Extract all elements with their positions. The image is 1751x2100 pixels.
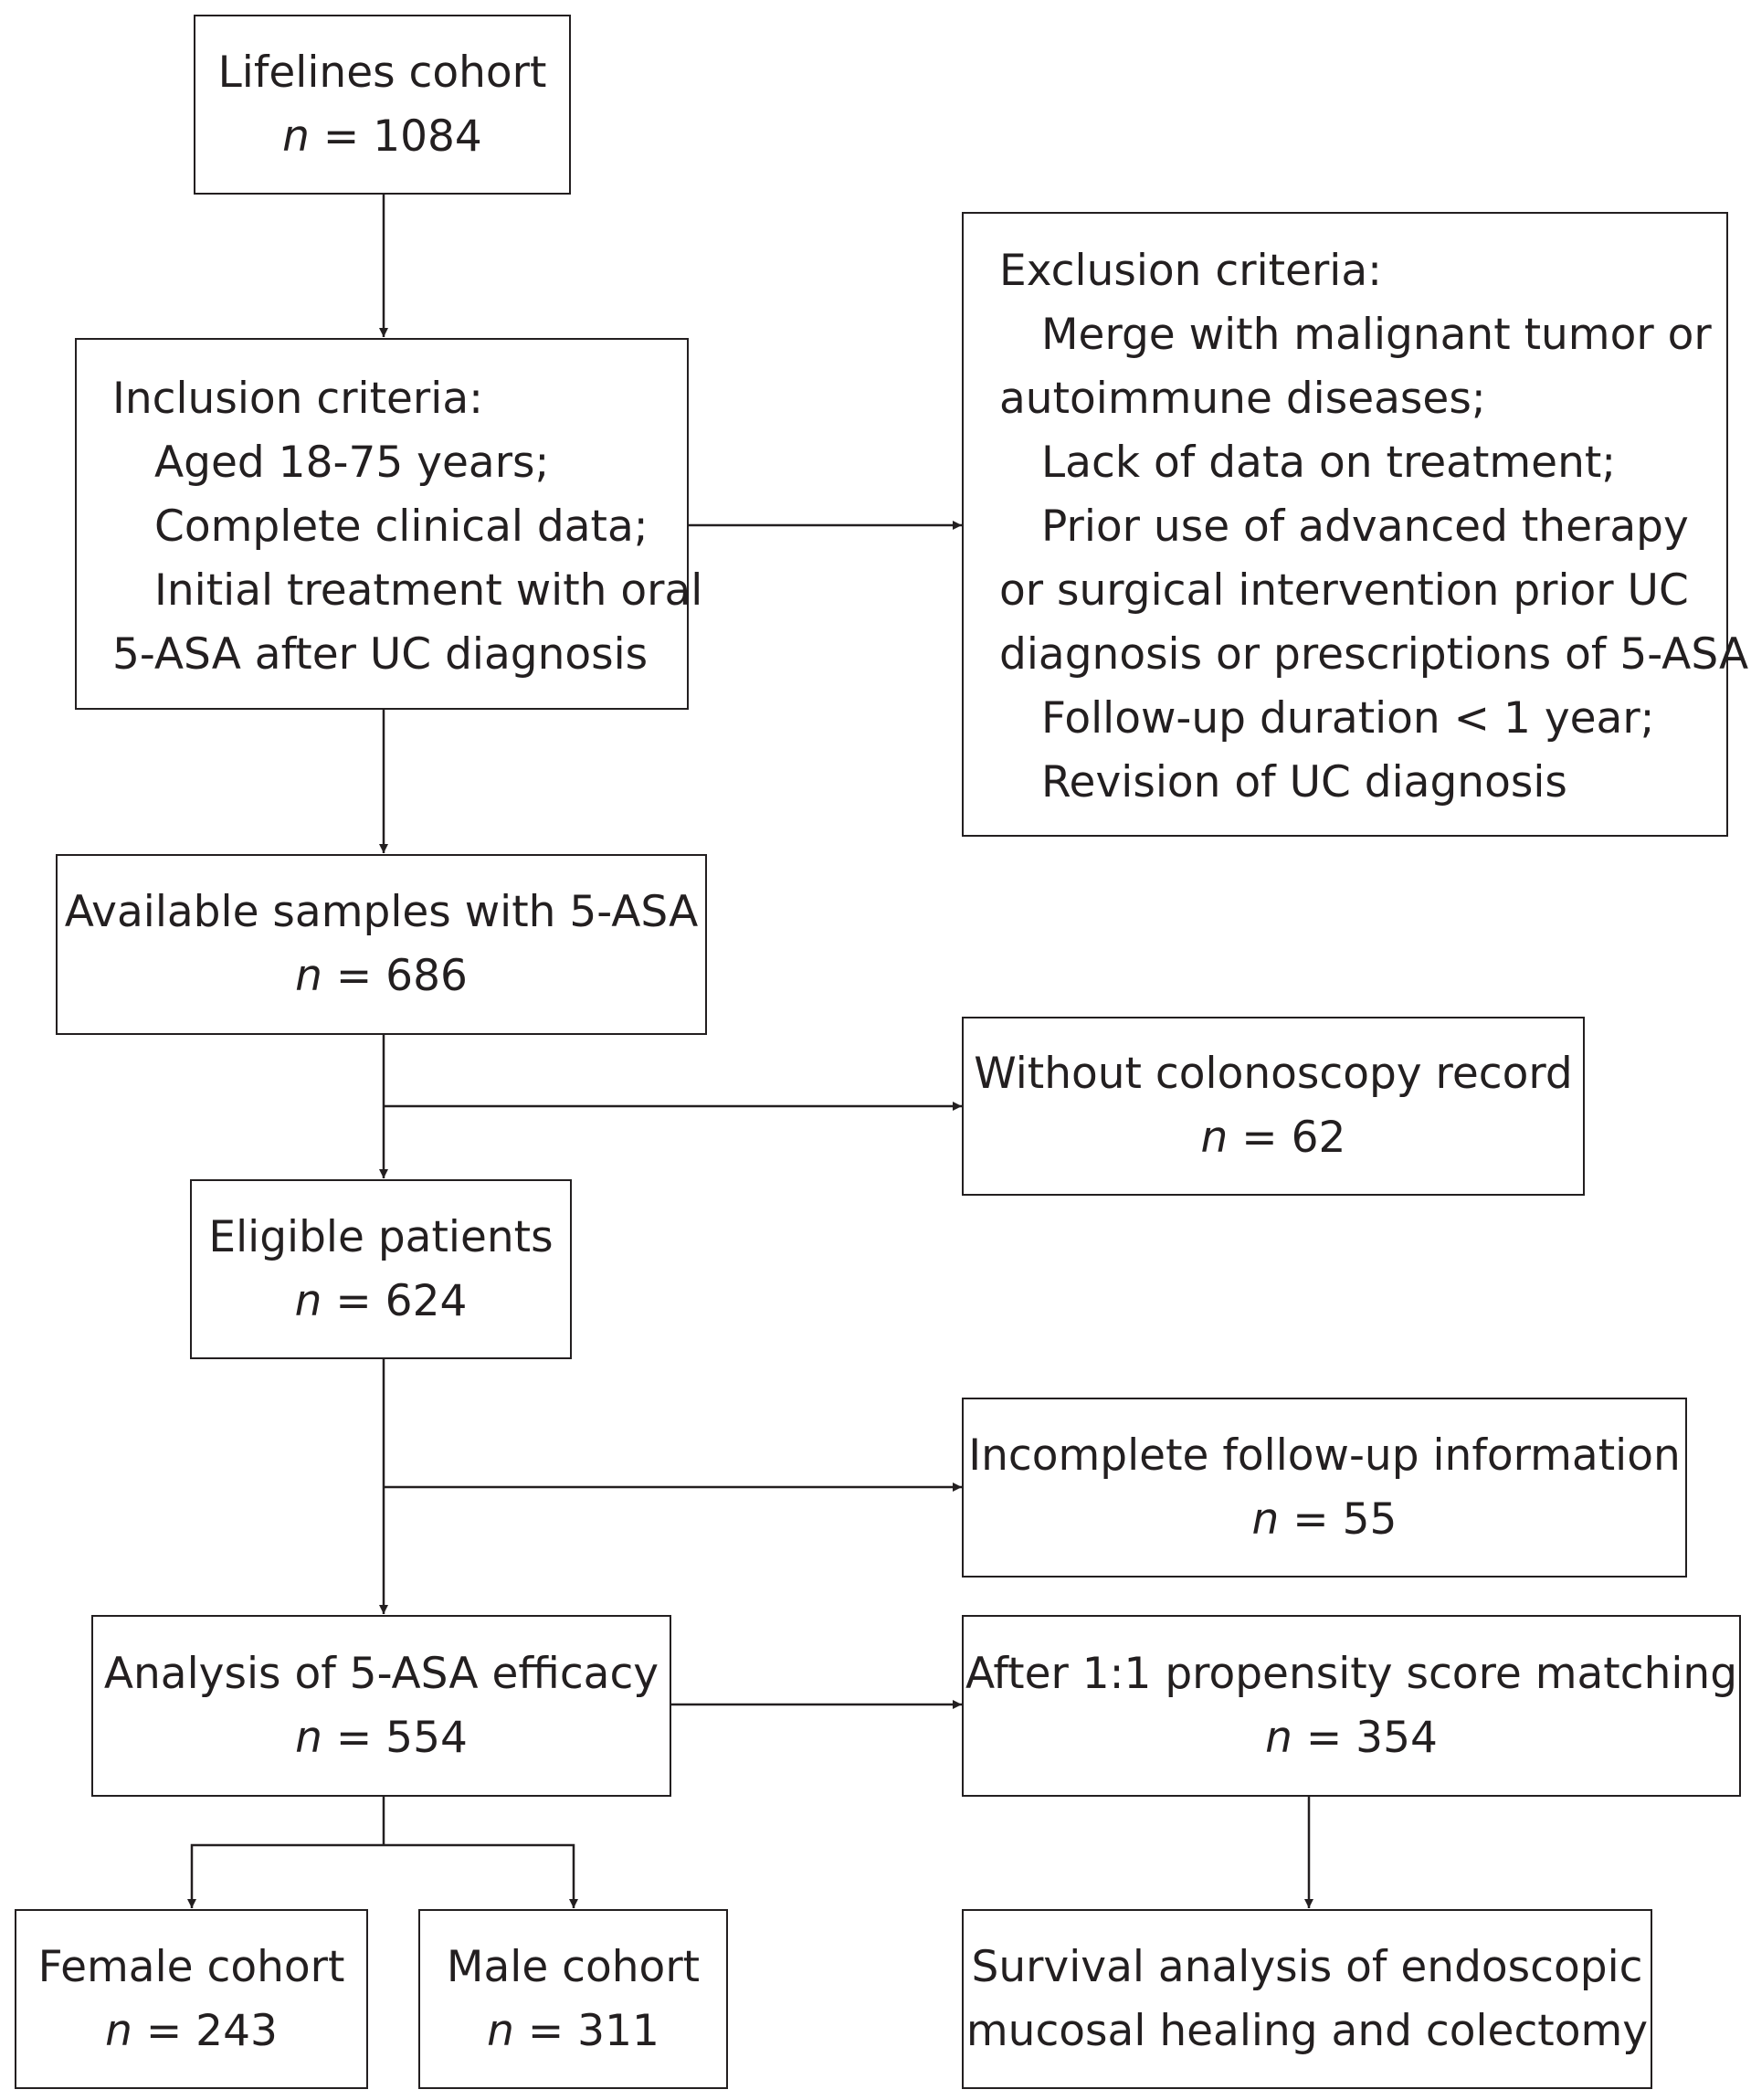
exclusion-criteria-box: Exclusion criteria: Merge with malignant… (962, 212, 1751, 837)
exclusion-item: Follow-up duration < 1 year; (1041, 693, 1655, 744)
available-samples-box: Available samples with 5-ASA n = 686 (56, 854, 707, 1035)
male-title: Male cohort (446, 1941, 701, 1992)
inclusion-item: Complete clinical data; (154, 501, 649, 552)
exclusion-item: diagnosis or prescriptions of 5-ASA; (999, 629, 1751, 680)
inclusion-criteria-box: Inclusion criteria: Aged 18-75 years; Co… (75, 338, 703, 710)
arrow-to-male (384, 1843, 578, 1908)
no-colonoscopy-title: Without colonoscopy record (974, 1049, 1573, 1099)
exclusion-item: or surgical intervention prior UC (999, 565, 1689, 616)
psm-title: After 1:1 propensity score matching (965, 1648, 1738, 1699)
female-count: n = 243 (105, 2005, 278, 2056)
eligible-patients-box: Eligible patients n = 624 (190, 1179, 572, 1359)
inclusion-item: 5-ASA after UC diagnosis (112, 629, 649, 680)
no-colonoscopy-count: n = 62 (1200, 1113, 1346, 1163)
female-title: Female cohort (37, 1941, 345, 1992)
female-cohort-box: Female cohort n = 243 (15, 1909, 368, 2089)
incomplete-count: n = 55 (1251, 1493, 1398, 1545)
survival-line: mucosal healing and colectomy (965, 2005, 1649, 2056)
propensity-matching-box: After 1:1 propensity score matching n = … (962, 1615, 1741, 1797)
exclusion-heading: Exclusion criteria: (999, 246, 1382, 296)
available-title: Available samples with 5-ASA (64, 887, 699, 937)
exclusion-item: Revision of UC diagnosis (1041, 757, 1567, 807)
exclusion-item: Merge with malignant tumor or (1041, 310, 1712, 360)
eligible-count: n = 624 (294, 1275, 468, 1326)
analysis-box: Analysis of 5-ASA efficacy n = 554 (91, 1615, 671, 1797)
exclusion-item: autoimmune diseases; (999, 374, 1486, 424)
no-colonoscopy-box: Without colonoscopy record n = 62 (962, 1017, 1585, 1196)
survival-analysis-box: Survival analysis of endoscopic mucosal … (962, 1909, 1652, 2089)
incomplete-title: Incomplete follow-up information (968, 1430, 1681, 1481)
male-count: n = 311 (487, 2005, 659, 2056)
exclusion-item: Prior use of advanced therapy (1041, 501, 1689, 552)
inclusion-item: Aged 18-75 years; (154, 438, 550, 488)
analysis-count: n = 554 (295, 1712, 468, 1763)
lifelines-count: n = 1084 (282, 111, 482, 162)
lifelines-title: Lifelines cohort (217, 47, 547, 98)
exclusion-item: Lack of data on treatment; (1041, 438, 1617, 488)
arrow-to-female (187, 1843, 384, 1908)
lifelines-cohort-box: Lifelines cohort n = 1084 (194, 15, 571, 195)
analysis-title: Analysis of 5-ASA efficacy (103, 1648, 659, 1699)
psm-count: n = 354 (1265, 1712, 1438, 1763)
available-count: n = 686 (295, 951, 468, 1001)
survival-line: Survival analysis of endoscopic (971, 1941, 1643, 1992)
incomplete-followup-box: Incomplete follow-up information n = 55 (962, 1398, 1687, 1578)
eligible-title: Eligible patients (208, 1211, 554, 1262)
inclusion-heading: Inclusion criteria: (112, 374, 483, 424)
male-cohort-box: Male cohort n = 311 (418, 1909, 728, 2089)
inclusion-item: Initial treatment with oral (154, 565, 703, 616)
